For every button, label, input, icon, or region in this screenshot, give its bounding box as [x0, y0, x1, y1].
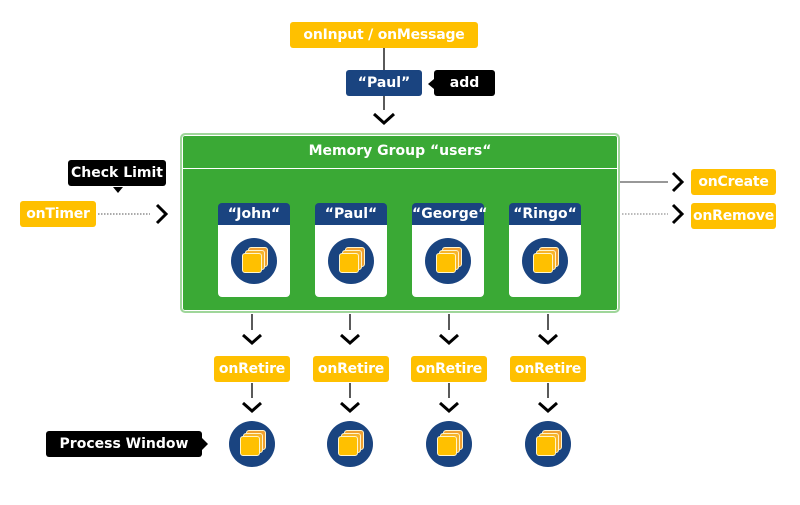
- chevron-right-icon: [671, 171, 685, 193]
- on-remove-event[interactable]: onRemove: [691, 203, 776, 229]
- on-create-event[interactable]: onCreate: [691, 169, 776, 195]
- on-retire-event-ringo[interactable]: onRetire: [510, 356, 586, 382]
- check-callout-pointer: [113, 187, 123, 193]
- memory-stack-icon: [328, 238, 374, 284]
- memory-stack-icon: [327, 421, 373, 467]
- chevron-down-icon: [242, 333, 262, 346]
- chevron-right-icon: [671, 203, 685, 225]
- chevron-down-icon: [242, 401, 262, 414]
- process-window-label: Process Window: [46, 431, 202, 457]
- memory-stack-icon: [525, 421, 571, 467]
- member-name: “Ringo“: [509, 203, 581, 225]
- member-name: “George“: [412, 203, 487, 225]
- member-name: “Paul“: [315, 203, 387, 225]
- group-title: Memory Group “users“: [308, 143, 492, 159]
- memory-stack-icon: [426, 421, 472, 467]
- chevron-down-icon: [439, 401, 459, 414]
- on-retire-event-george[interactable]: onRetire: [411, 356, 487, 382]
- chevron-down-icon: [340, 401, 360, 414]
- on-input-message-event[interactable]: onInput / onMessage: [290, 22, 478, 48]
- incoming-item-paul[interactable]: “Paul”: [346, 70, 422, 96]
- member-card-john[interactable]: “John“: [218, 203, 290, 297]
- member-card-ringo[interactable]: “Ringo“: [509, 203, 581, 297]
- chevron-down-icon: [538, 401, 558, 414]
- on-retire-event-paul[interactable]: onRetire: [313, 356, 389, 382]
- on-timer-event[interactable]: onTimer: [20, 201, 96, 227]
- memory-group-users[interactable]: Memory Group “users“ “John“ “Paul“ “Geor…: [180, 133, 620, 313]
- memory-stack-icon: [231, 238, 277, 284]
- chevron-down-icon: [372, 112, 396, 126]
- on-retire-event-john[interactable]: onRetire: [214, 356, 290, 382]
- memory-stack-icon: [229, 421, 275, 467]
- group-divider: [182, 168, 618, 169]
- chevron-down-icon: [340, 333, 360, 346]
- chevron-down-icon: [538, 333, 558, 346]
- process-callout-pointer: [202, 438, 208, 450]
- chevron-down-icon: [439, 333, 459, 346]
- check-limit-label: Check Limit: [68, 160, 166, 186]
- memory-stack-icon: [522, 238, 568, 284]
- chevron-right-icon: [155, 203, 169, 225]
- memory-stack-icon: [425, 238, 471, 284]
- member-card-george[interactable]: “George“: [412, 203, 487, 297]
- member-card-paul[interactable]: “Paul“: [315, 203, 387, 297]
- member-name: “John“: [218, 203, 290, 225]
- add-action-label: add: [434, 70, 495, 96]
